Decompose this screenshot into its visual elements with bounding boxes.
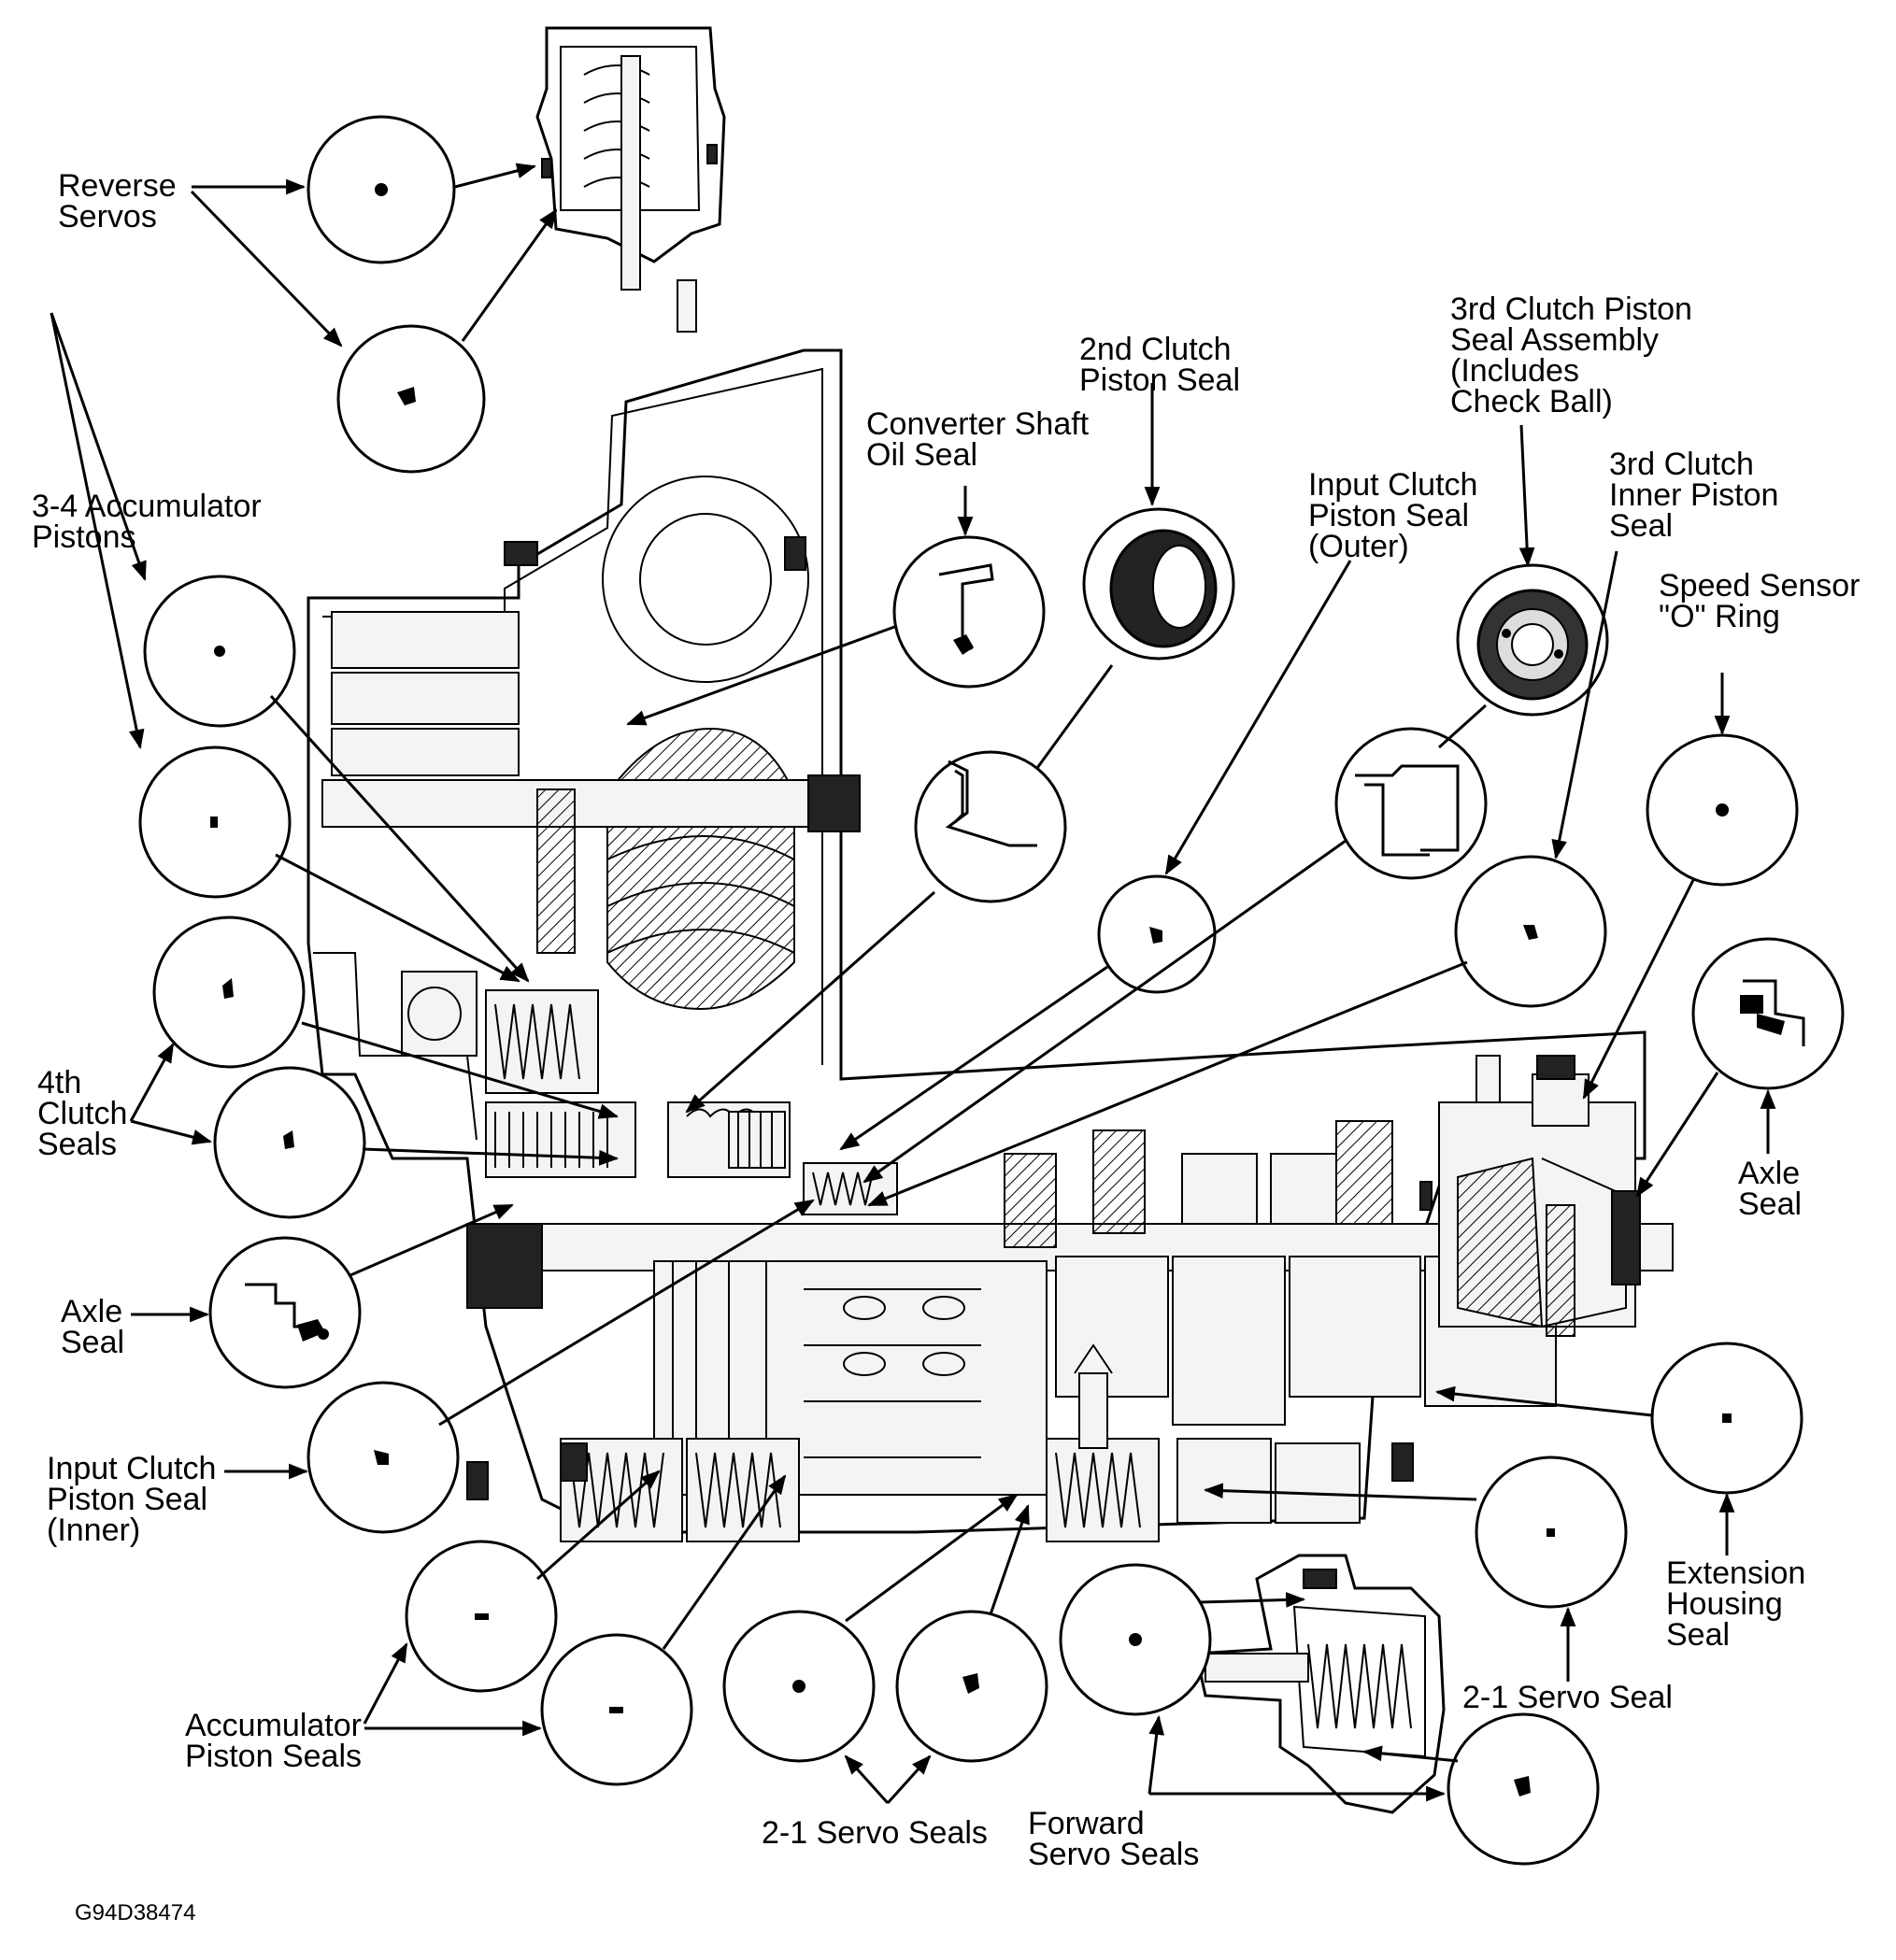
- label-input-clutch-outer-1: Input Clutch: [1308, 467, 1477, 503]
- label-axle-seal-left-1: Axle: [61, 1294, 122, 1329]
- transmission-cross-section: [306, 348, 1674, 1542]
- label-forward-servo-2: Servo Seals: [1028, 1837, 1199, 1872]
- detail-circle-converter-shaft-seal: [892, 535, 1046, 689]
- label-extension-housing-3: Seal: [1666, 1617, 1730, 1653]
- label-reverse-servos-2: Servos: [58, 199, 157, 234]
- label-forward-servo-1: Forward: [1028, 1806, 1145, 1841]
- detail-circles: [138, 115, 1845, 1866]
- label-axle-seal-right-2: Seal: [1738, 1186, 1802, 1222]
- label-converter-shaft-1: Converter Shaft: [866, 406, 1090, 442]
- detail-circle-axle-seal-right: [1691, 937, 1845, 1090]
- label-axle-seal-left-2: Seal: [61, 1325, 124, 1360]
- label-21-servo-seals: 2-1 Servo Seals: [762, 1815, 988, 1851]
- label-3rd-clutch-inner-1: 3rd Clutch: [1609, 447, 1754, 482]
- reverse-servo-assembly: [535, 26, 726, 333]
- label-2nd-clutch-1: 2nd Clutch: [1079, 332, 1232, 367]
- label-input-clutch-inner-2: Piston Seal: [47, 1482, 207, 1517]
- label-accumulator-piston-1: Accumulator: [185, 1708, 362, 1743]
- callout-labels: Reverse Servos 3-4 Accumulator Pistons 4…: [32, 168, 1860, 1925]
- forward-servo-assembly: [1194, 1554, 1446, 1814]
- label-input-clutch-inner-3: (Inner): [47, 1513, 140, 1548]
- detail-circle-2nd-clutch-section: [914, 750, 1067, 903]
- label-4th-clutch-1: 4th: [37, 1065, 81, 1101]
- label-21-servo-seal: 2-1 Servo Seal: [1462, 1680, 1673, 1715]
- label-accumulator-piston-2: Piston Seals: [185, 1739, 362, 1774]
- leader-lines: [50, 163, 1776, 1805]
- label-34-accumulator-2: Pistons: [32, 519, 136, 555]
- label-3rd-clutch-assembly-4: Check Ball): [1450, 384, 1613, 419]
- figure-code: G94D38474: [75, 1900, 195, 1925]
- detail-circle-axle-seal-left: [208, 1236, 362, 1389]
- label-4th-clutch-2: Clutch: [37, 1096, 127, 1131]
- label-extension-housing-1: Extension: [1666, 1555, 1805, 1591]
- label-3rd-clutch-inner-2: Inner Piston: [1609, 477, 1778, 513]
- label-3rd-clutch-assembly-2: Seal Assembly: [1450, 322, 1659, 358]
- label-converter-shaft-2: Oil Seal: [866, 437, 977, 473]
- label-axle-seal-right-1: Axle: [1738, 1156, 1800, 1191]
- label-reverse-servos-1: Reverse: [58, 168, 177, 204]
- label-extension-housing-2: Housing: [1666, 1586, 1783, 1622]
- label-3rd-clutch-assembly-3: (Includes: [1450, 353, 1579, 389]
- label-speed-sensor-1: Speed Sensor: [1659, 568, 1860, 604]
- label-speed-sensor-2: "O" Ring: [1659, 599, 1780, 634]
- label-3rd-clutch-assembly-1: 3rd Clutch Piston: [1450, 291, 1692, 327]
- label-input-clutch-outer-2: Piston Seal: [1308, 498, 1469, 533]
- label-input-clutch-outer-3: (Outer): [1308, 529, 1409, 564]
- label-34-accumulator-1: 3-4 Accumulator: [32, 489, 262, 524]
- label-input-clutch-inner-1: Input Clutch: [47, 1451, 216, 1486]
- label-3rd-clutch-inner-3: Seal: [1609, 508, 1673, 544]
- label-2nd-clutch-2: Piston Seal: [1079, 362, 1240, 398]
- label-4th-clutch-3: Seals: [37, 1127, 117, 1162]
